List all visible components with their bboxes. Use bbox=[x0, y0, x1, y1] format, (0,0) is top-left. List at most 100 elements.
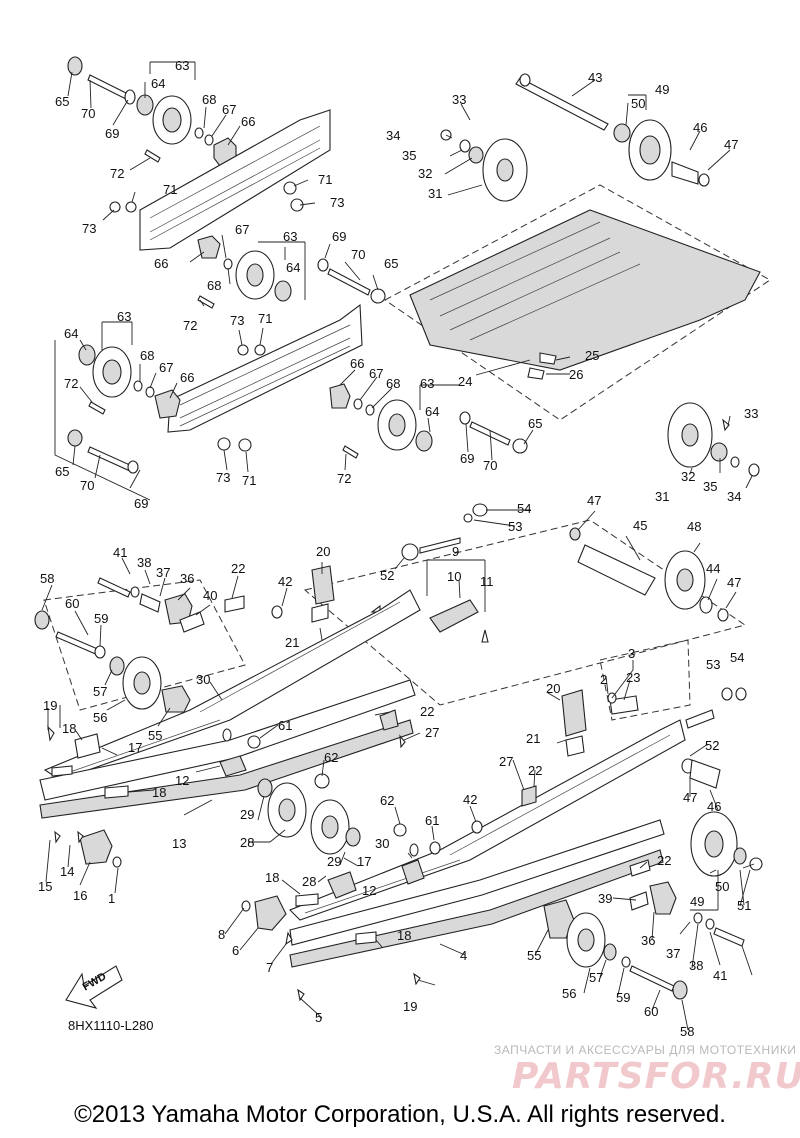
callout-72: 72 bbox=[183, 318, 197, 333]
callout-67: 67 bbox=[159, 360, 173, 375]
callout-46: 46 bbox=[707, 799, 721, 814]
callout-58: 58 bbox=[680, 1024, 694, 1039]
callout-71: 71 bbox=[163, 182, 177, 197]
callout-62: 62 bbox=[380, 793, 394, 808]
callout-21: 21 bbox=[526, 731, 540, 746]
callout-37: 37 bbox=[156, 565, 170, 580]
callout-19: 19 bbox=[403, 999, 417, 1014]
callout-64: 64 bbox=[64, 326, 78, 341]
callout-34: 34 bbox=[727, 489, 741, 504]
callout-34: 34 bbox=[386, 128, 400, 143]
callout-30: 30 bbox=[196, 672, 210, 687]
callout-63: 63 bbox=[420, 376, 434, 391]
callout-6: 6 bbox=[232, 943, 239, 958]
callout-71: 71 bbox=[318, 172, 332, 187]
callout-26: 26 bbox=[569, 367, 583, 382]
callout-32: 32 bbox=[418, 166, 432, 181]
left-slide-rail bbox=[39, 589, 421, 868]
callout-41: 41 bbox=[713, 968, 727, 983]
callout-35: 35 bbox=[703, 479, 717, 494]
callout-47: 47 bbox=[683, 790, 697, 805]
callout-69: 69 bbox=[105, 126, 119, 141]
callout-57: 57 bbox=[93, 684, 107, 699]
callout-17: 17 bbox=[357, 854, 371, 869]
callout-65: 65 bbox=[55, 464, 69, 479]
callout-2: 23 bbox=[626, 670, 640, 685]
callout-68: 68 bbox=[386, 376, 400, 391]
callout-64: 64 bbox=[286, 260, 300, 275]
callout-49: 49 bbox=[655, 82, 669, 97]
callout-65: 65 bbox=[55, 94, 69, 109]
callout-52: 52 bbox=[705, 738, 719, 753]
callout-30: 30 bbox=[375, 836, 389, 851]
callout-8: 8 bbox=[218, 927, 225, 942]
callout-29: 29 bbox=[327, 854, 341, 869]
callout-27: 12 bbox=[362, 883, 376, 898]
callout-4: 4 bbox=[460, 948, 467, 963]
callout-64: 64 bbox=[151, 76, 165, 91]
callout-33: 33 bbox=[744, 406, 758, 421]
callout-18: 18 bbox=[152, 785, 166, 800]
callout-61: 61 bbox=[278, 718, 292, 733]
callout-28: 28 bbox=[302, 874, 316, 889]
callout-54: 54 bbox=[730, 650, 744, 665]
callout-54: 54 bbox=[517, 501, 531, 516]
callout-numbers: 65 70 64 63 69 68 67 66 72 71 73 73 71 6… bbox=[38, 58, 758, 1039]
callout-9: 9 bbox=[452, 544, 459, 559]
callout-52: 52 bbox=[380, 568, 394, 583]
callout-47: 47 bbox=[587, 493, 601, 508]
callout-65: 65 bbox=[528, 416, 542, 431]
watermark-logo: PARTSFOR.RU bbox=[512, 1056, 800, 1097]
callout-70: 70 bbox=[483, 458, 497, 473]
callout-12: 13 bbox=[172, 836, 186, 851]
callout-47: 47 bbox=[724, 137, 738, 152]
callout-60: 60 bbox=[65, 596, 79, 611]
callout-22: 22 bbox=[528, 763, 542, 778]
callout-55: 55 bbox=[148, 728, 162, 743]
callout-43: 43 bbox=[588, 70, 602, 85]
callout-32: 32 bbox=[681, 469, 695, 484]
callout-22: 22 bbox=[657, 853, 671, 868]
callout-70: 70 bbox=[81, 106, 95, 121]
callout-66: 66 bbox=[241, 114, 255, 129]
callout-68: 68 bbox=[140, 348, 154, 363]
callout-16: 1 bbox=[108, 891, 115, 906]
callout-22: 22 bbox=[231, 561, 245, 576]
callout-69: 69 bbox=[134, 496, 148, 511]
callout-57: 57 bbox=[589, 970, 603, 985]
callout-73: 73 bbox=[230, 313, 244, 328]
callout-31: 31 bbox=[428, 186, 442, 201]
callout-35: 35 bbox=[402, 148, 416, 163]
callout-38: 38 bbox=[137, 555, 151, 570]
callout-48: 48 bbox=[687, 519, 701, 534]
callout-44: 44 bbox=[706, 561, 720, 576]
callout-39: 39 bbox=[598, 891, 612, 906]
track-and-rear-axle bbox=[384, 73, 771, 477]
front-arm-assembly bbox=[34, 565, 335, 713]
callout-70: 70 bbox=[351, 247, 365, 262]
callout-10: 10 bbox=[447, 569, 461, 584]
callout-70: 70 bbox=[80, 478, 94, 493]
callout-68: 68 bbox=[207, 278, 221, 293]
callout-46: 46 bbox=[693, 120, 707, 135]
callout-3: 2 bbox=[600, 672, 607, 687]
fwd-arrow-icon bbox=[65, 965, 123, 1009]
watermark-subtitle: ЗАПЧАСТИ И АКСЕССУАРЫ ДЛЯ МОТОТЕХНИКИ bbox=[494, 1043, 797, 1057]
callout-66: 66 bbox=[350, 356, 364, 371]
callout-7: 7 bbox=[266, 960, 273, 975]
callout-71: 71 bbox=[258, 311, 272, 326]
drawing-code: 8HX1110-L280 bbox=[68, 1018, 154, 1033]
callout-72: 72 bbox=[110, 166, 124, 181]
callout-71: 71 bbox=[242, 473, 256, 488]
callout-18: 18 bbox=[397, 928, 411, 943]
callout-23: 27 bbox=[425, 725, 439, 740]
callout-53: 53 bbox=[508, 519, 522, 534]
callout-18: 18 bbox=[62, 721, 76, 736]
callout-69: 69 bbox=[460, 451, 474, 466]
callout-60: 60 bbox=[644, 1004, 658, 1019]
callout-66: 66 bbox=[154, 256, 168, 271]
callout-47: 47 bbox=[727, 575, 741, 590]
callout-63: 63 bbox=[117, 309, 131, 324]
callout-20: 20 bbox=[316, 544, 330, 559]
